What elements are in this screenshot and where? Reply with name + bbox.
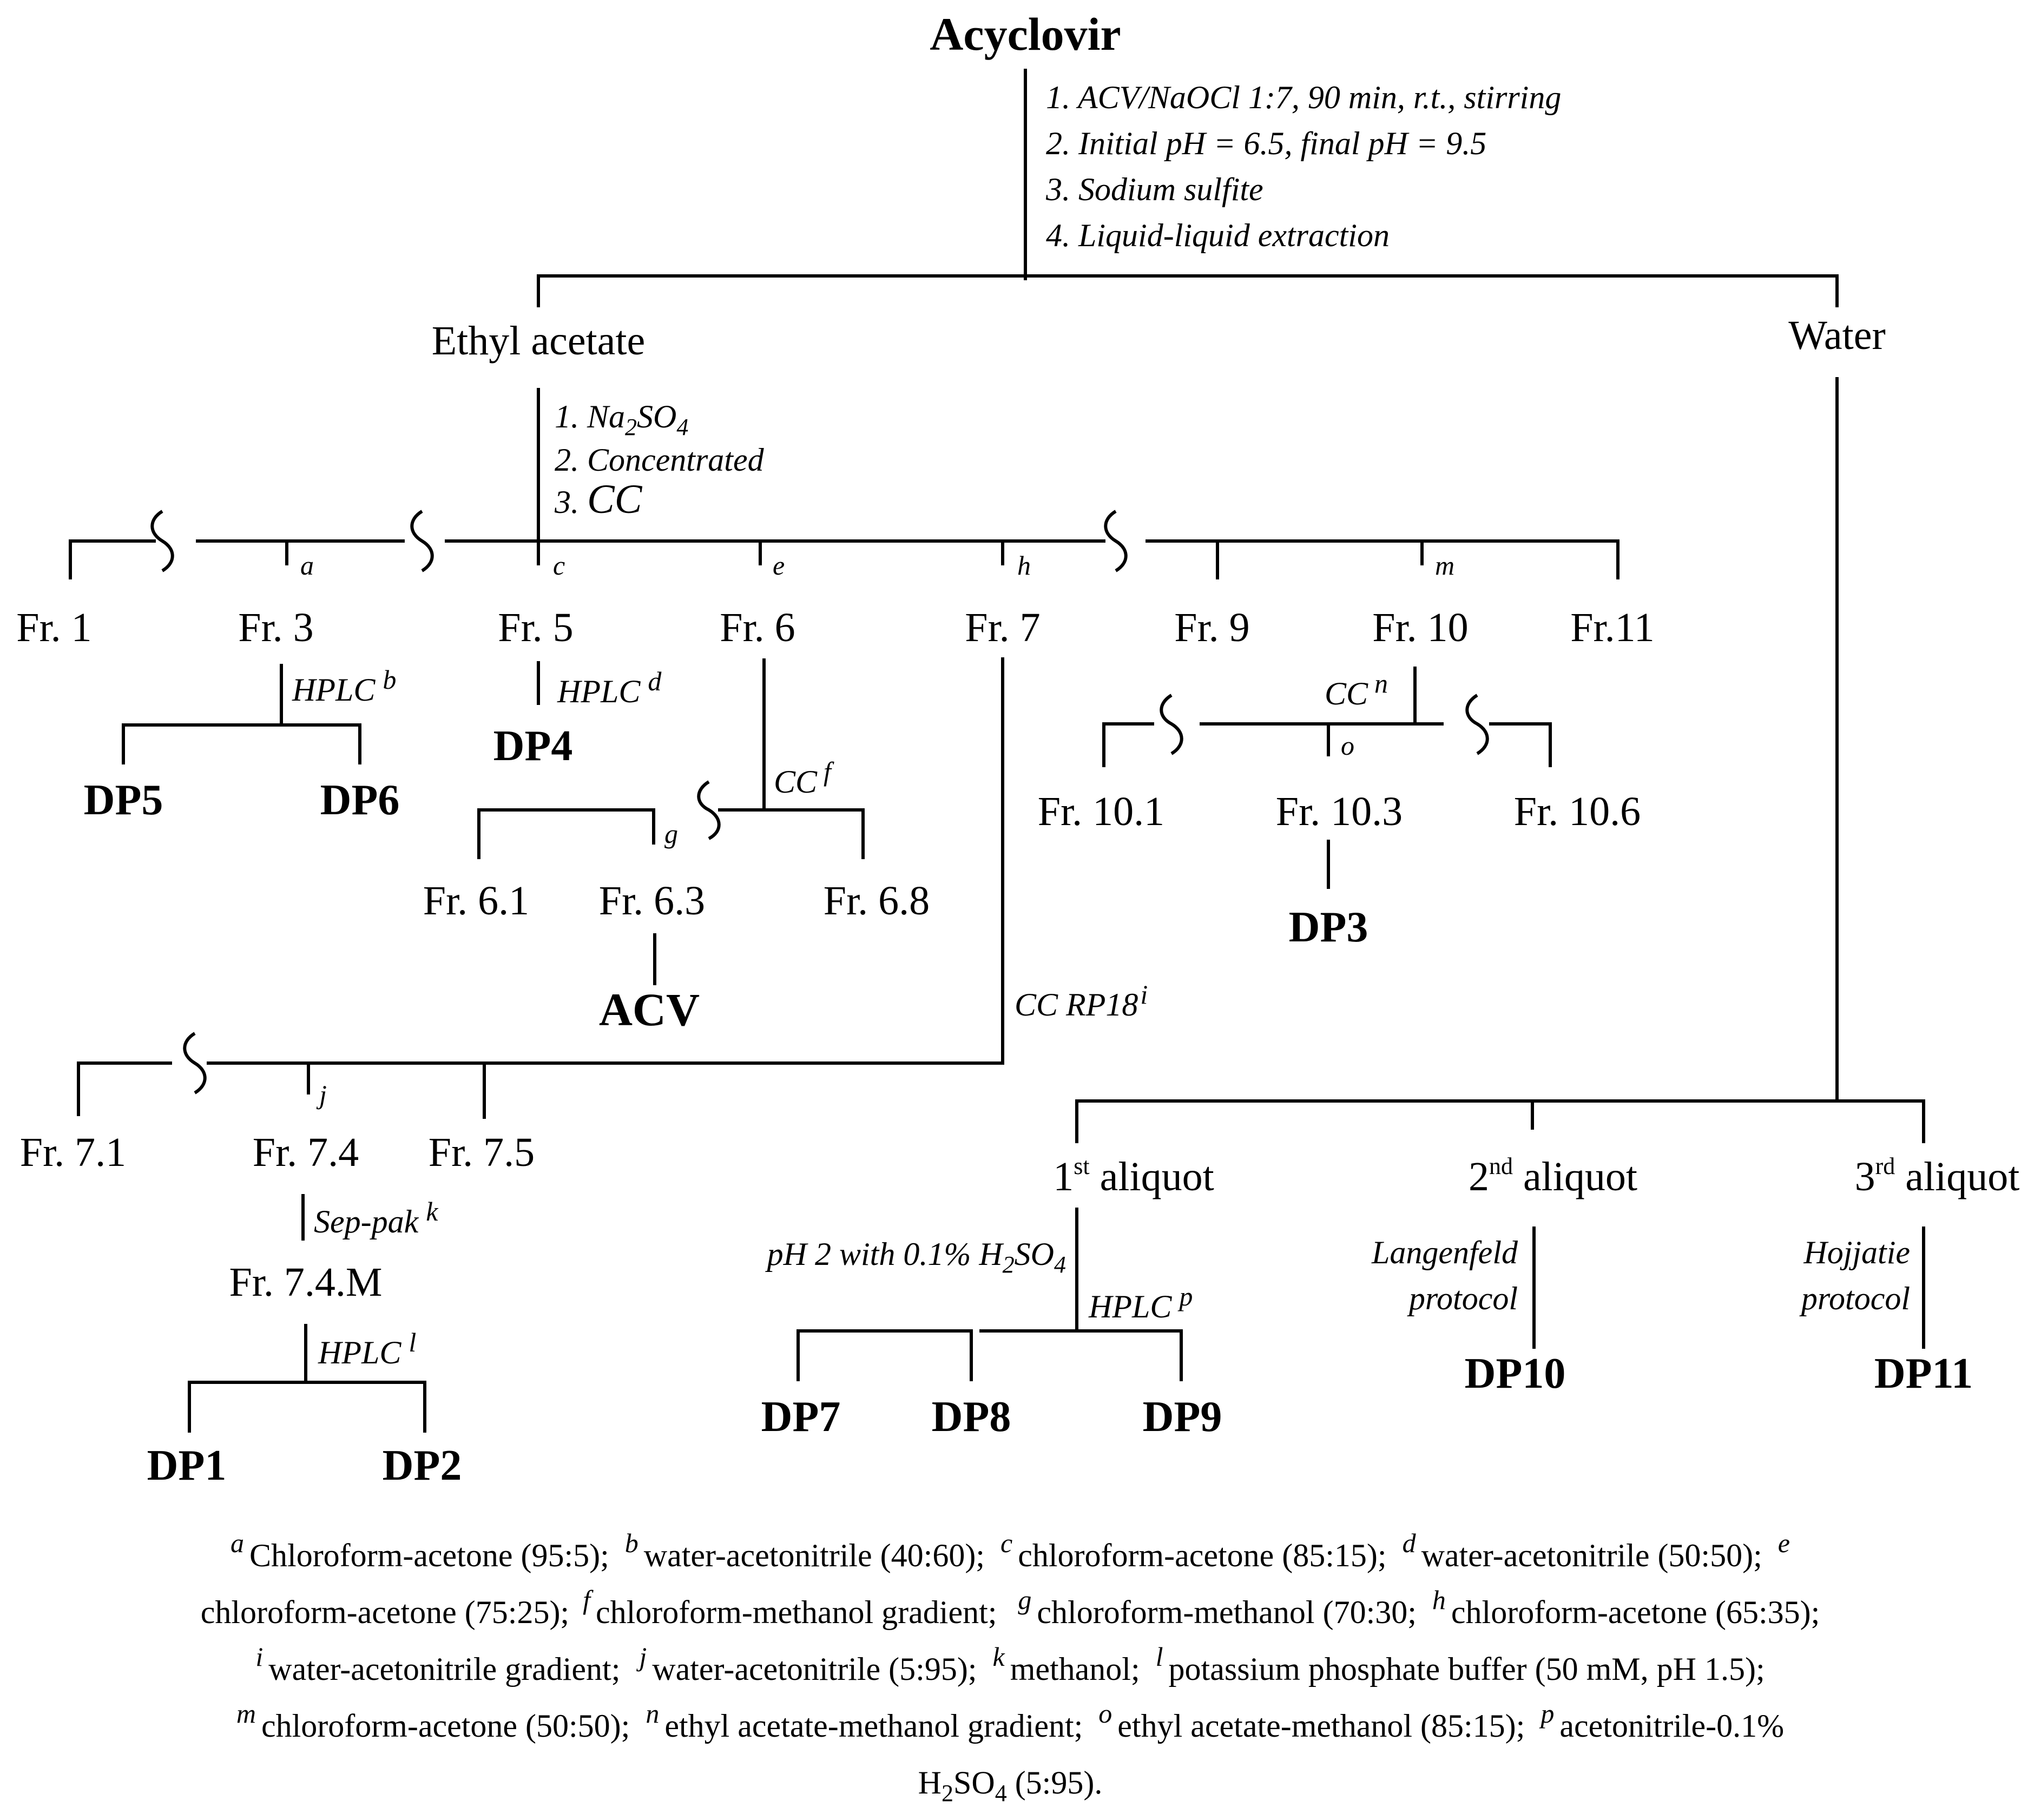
product-dp4: DP4 — [493, 722, 573, 770]
hojjatie-label-line2: protocol — [1799, 1281, 1910, 1316]
letter-o: o — [1341, 730, 1354, 761]
condition-step3: 3. Sodium sulfite — [1045, 172, 1263, 207]
condition-step1: 1. ACV/NaOCl 1:7, 90 min, r.t., stirring — [1046, 80, 1561, 115]
langenfeld-label-line1: Langenfeld — [1371, 1235, 1518, 1270]
aliquot-2: 2nd aliquot — [1469, 1153, 1637, 1199]
break-marks — [150, 510, 1489, 1094]
node-ethyl-acetate: Ethyl acetate — [432, 318, 646, 364]
product-dp7: DP7 — [761, 1393, 841, 1441]
fraction-fr7-1: Fr. 7.1 — [20, 1130, 126, 1175]
ethyl-acetate-conditions: 1. Na2SO4 2. Concentrated 3. CC — [554, 399, 765, 522]
condition-step2: 2. Initial pH = 6.5, final pH = 9.5 — [1046, 126, 1486, 161]
connector-lines — [69, 69, 1925, 1433]
product-dp10: DP10 — [1465, 1350, 1566, 1397]
letter-e: e — [773, 550, 785, 581]
ea-condition-step3: 3. CC — [554, 477, 643, 522]
letter-m: m — [1435, 550, 1454, 581]
product-dp3: DP3 — [1289, 904, 1368, 951]
fraction-fr7-4m: Fr. 7.4.M — [229, 1260, 383, 1305]
ph2-condition-label: pH 2 with 0.1% H2SO4 — [765, 1236, 1066, 1278]
fraction-fr6-3: Fr. 6.3 — [599, 878, 705, 924]
langenfeld-label-line2: protocol — [1407, 1281, 1518, 1316]
fraction-fr11: Fr.11 — [1570, 605, 1655, 650]
fraction-fr1: Fr. 1 — [16, 605, 91, 650]
fraction-fr6-1: Fr. 6.1 — [423, 878, 529, 924]
main-conditions: 1. ACV/NaOCl 1:7, 90 min, r.t., stirring… — [1045, 80, 1561, 253]
fraction-fr10: Fr. 10 — [1372, 605, 1468, 650]
product-acv: ACV — [599, 984, 700, 1036]
fraction-fr7-5: Fr. 7.5 — [429, 1130, 535, 1175]
letter-g: g — [664, 819, 678, 849]
letter-h: h — [1017, 550, 1031, 581]
fraction-letters: a c e h m — [300, 550, 1454, 581]
node-acyclovir: Acyclovir — [930, 8, 1121, 60]
fraction-fr10-6: Fr. 10.6 — [1514, 789, 1641, 834]
product-dp6: DP6 — [320, 776, 400, 824]
fraction-fr5: Fr. 5 — [498, 605, 573, 650]
product-dp2: DP2 — [383, 1442, 462, 1489]
product-dp9: DP9 — [1143, 1393, 1222, 1441]
node-water: Water — [1788, 313, 1886, 358]
fraction-fr7-4: Fr. 7.4 — [253, 1130, 359, 1175]
aliquots: 1st aliquot 2nd aliquot 3rd aliquot — [1053, 1153, 2019, 1199]
ea-condition-step2: 2. Concentrated — [555, 442, 765, 478]
footnote-line5: H2SO4 (5:95). — [918, 1765, 1103, 1806]
cc-rp18-label: CC RP18i — [1015, 979, 1148, 1023]
hojjatie-label-line1: Hojjatie — [1803, 1235, 1910, 1270]
fraction-fr3: Fr. 3 — [238, 605, 313, 650]
product-dp8: DP8 — [932, 1393, 1011, 1441]
fraction-fr6: Fr. 6 — [720, 605, 795, 650]
fraction-fr7: Fr. 7 — [965, 605, 1040, 650]
letter-a: a — [300, 550, 314, 581]
product-dp11: DP11 — [1874, 1350, 1973, 1397]
fraction-fr10-1: Fr. 10.1 — [1038, 789, 1164, 834]
first-level-fractions: Fr. 1 Fr. 3 Fr. 5 Fr. 6 Fr. 7 Fr. 9 Fr. … — [16, 605, 1654, 650]
fraction-fr9: Fr. 9 — [1174, 605, 1249, 650]
product-dp1: DP1 — [147, 1442, 227, 1489]
ea-condition-step1: 1. Na2SO4 — [555, 399, 688, 440]
fraction-fr6-8: Fr. 6.8 — [824, 878, 930, 924]
letter-j: j — [316, 1079, 327, 1110]
product-dp5: DP5 — [84, 776, 163, 824]
fraction-fr10-3: Fr. 10.3 — [1276, 789, 1403, 834]
condition-step4: 4. Liquid-liquid extraction — [1046, 217, 1390, 253]
aliquot-1: 1st aliquot — [1053, 1153, 1214, 1199]
letter-c: c — [553, 550, 565, 581]
aliquot-3: 3rd aliquot — [1855, 1153, 2020, 1199]
